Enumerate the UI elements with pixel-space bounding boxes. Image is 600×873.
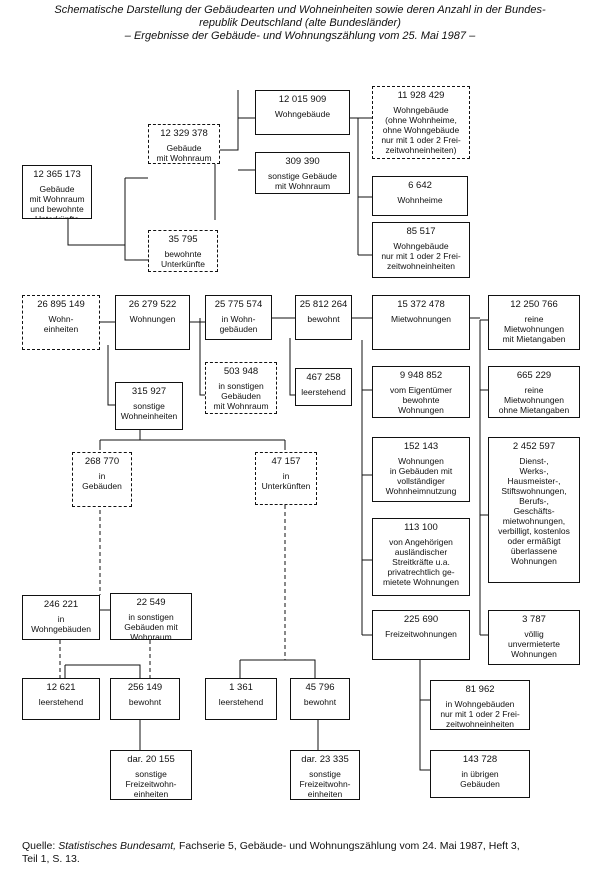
box-in-wohngebaeuden: 25 775 574 in Wohn- gebäuden	[205, 295, 272, 340]
connector-top-root	[67, 218, 125, 246]
box-wohneinheiten: 26 895 149 Wohn- einheiten	[22, 295, 100, 350]
source-publisher: Statistisches Bundesamt,	[58, 840, 177, 852]
connector-bewohnt-leer	[289, 338, 295, 396]
box-freizeitwohnungen: 225 690 Freizeitwohnungen	[372, 610, 470, 660]
box-wohnungen: 26 279 522 Wohnungen	[115, 295, 190, 350]
box-wohnungen-vollst: 152 143 Wohnungen in Gebäuden mit vollst…	[372, 437, 470, 502]
box-bewohnt-a: 256 149 bewohnt	[110, 678, 180, 720]
connector-wohngeb-sonst	[199, 318, 205, 396]
box-leerstehend-main: 467 258 leerstehend	[295, 368, 352, 406]
box-davon-b: dar. 23 335 sonstige Freizeitwohn- einhe…	[290, 750, 360, 800]
box-wohngebaeude-freizeit: 85 517 Wohngebäude nur mit 1 oder 2 Frei…	[372, 222, 470, 278]
box-mietwohnungen: 15 372 478 Mietwohnungen	[372, 295, 470, 350]
box-bewohnte-unterkuenfte: 35 795 bewohnte Unterkünfte	[148, 230, 218, 272]
box-eigentuemer: 9 948 852 vom Eigentümer bewohnte Wohnun…	[372, 366, 470, 418]
title-line-3: – Ergebnisse der Gebäude- und Wohnungszä…	[124, 30, 476, 42]
connector-gebaeude-upper	[215, 90, 239, 151]
box-freizeit-uebrige: 143 728 in übrigen Gebäuden	[430, 750, 530, 798]
box-davon-a: dar. 20 155 sonstige Freizeitwohn- einhe…	[110, 750, 192, 800]
box-streitkraefte: 113 100 von Angehörigen ausländischer St…	[372, 518, 470, 596]
diagram-title: Schematische Darstellung der Gebäudearte…	[20, 4, 580, 43]
source-prefix: Quelle:	[22, 840, 59, 852]
box-bewohnt-b: 45 796 bewohnt	[290, 678, 350, 720]
source-note: Quelle: Statistisches Bundesamt, Fachser…	[22, 840, 592, 866]
source-rest: Fachserie 5, Gebäude- und Wohnungszählun…	[176, 840, 520, 852]
box-in-wohngebaeuden-small: 246 221 in Wohngebäuden	[22, 595, 100, 640]
box-in-gebaeuden: 268 770 in Gebäuden	[72, 452, 132, 507]
box-wohngebaeude: 12 015 909 Wohngebäude	[255, 90, 350, 135]
box-in-sonstigen-gebaeuden: 503 948 in sonstigen Gebäuden mit Wohnra…	[205, 362, 277, 414]
title-line-2: republik Deutschland (alte Bundesländer)	[199, 17, 401, 29]
box-sonstige-gebaeude: 309 390 sonstige Gebäude mit Wohnraum	[255, 152, 350, 194]
box-in-unterkuenften: 47 157 in Unterkünften	[255, 452, 317, 505]
connector-bottom-right	[240, 659, 316, 678]
connector-top-left	[124, 178, 148, 261]
box-bewohnt-main: 25 812 264 bewohnt	[295, 295, 352, 340]
connector-freizeit-down	[419, 660, 430, 771]
box-reine-ohne-mietangaben: 665 229 reine Mietwohnungen ohne Mietang…	[488, 366, 580, 418]
box-gebaeude-mit-wohnraum: 12 329 378 Gebäude mit Wohnraum	[148, 124, 220, 164]
box-leerstehend-a: 12 621 leerstehend	[22, 678, 100, 720]
connector-bottom-left	[65, 664, 141, 678]
box-leerstehend-b: 1 361 leerstehend	[205, 678, 277, 720]
source-line-2: Teil 1, S. 13.	[22, 853, 80, 865]
box-wohnheime: 6 642 Wohnheime	[372, 176, 468, 216]
box-freizeit-wohngebaeude: 81 962 in Wohngebäuden nur mit 1 oder 2 …	[430, 680, 530, 730]
box-gebaeude-wohnraum-unterkuenfte: 12 365 173 Gebäude mit Wohnraum und bewo…	[22, 165, 92, 219]
box-reine-mit-mietangaben: 12 250 766 reine Mietwohnungen mit Mieta…	[488, 295, 580, 350]
box-in-sonstigen-small: 22 549 in sonstigen Gebäuden mit Wohnrau…	[110, 593, 192, 640]
box-dienst: 2 452 597 Dienst-, Werks-, Hausmeister-,…	[488, 437, 580, 583]
box-voellig-unvermietet: 3 787 völlig unvermieterte Wohnungen	[488, 610, 580, 665]
connector-sonst-wohnein	[107, 345, 115, 406]
box-wohngebaeude-ohne-wohnheime: 11 928 429 Wohngebäude (ohne Wohnheime, …	[372, 86, 470, 159]
box-sonstige-wohneinheiten: 315 927 sonstige Wohneinheiten	[115, 382, 183, 430]
title-line-1: Schematische Darstellung der Gebäudearte…	[54, 4, 546, 16]
